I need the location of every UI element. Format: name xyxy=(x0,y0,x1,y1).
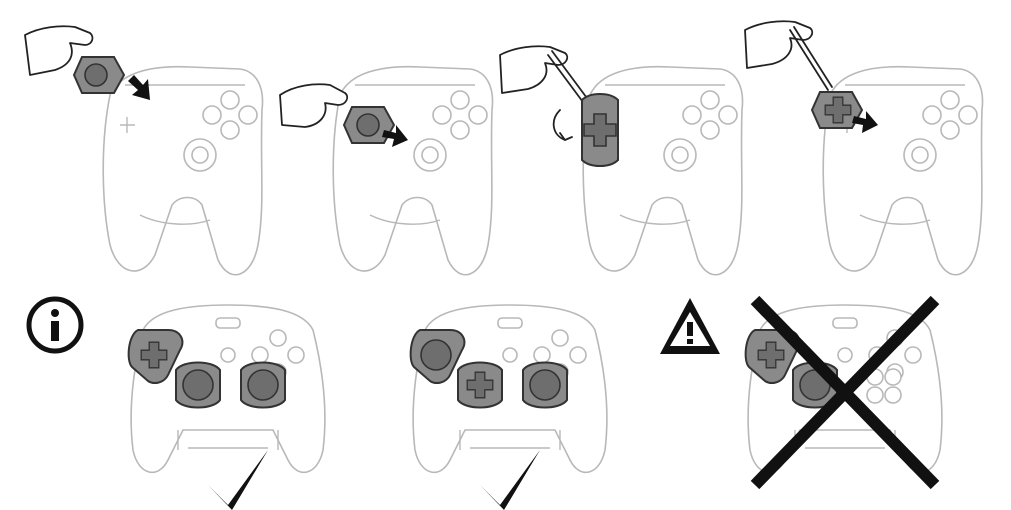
dpad-module-icon xyxy=(458,363,502,408)
stick-module-icon xyxy=(241,363,285,408)
step-1 xyxy=(25,26,263,274)
hand-icon xyxy=(500,46,567,93)
step-2 xyxy=(280,67,493,275)
layout-b xyxy=(411,305,607,510)
warning-icon xyxy=(660,298,720,354)
controller-outline xyxy=(103,67,262,275)
layout-a xyxy=(129,305,325,510)
dpad-module-icon xyxy=(582,94,618,166)
layout-c xyxy=(746,300,942,485)
info-icon xyxy=(29,299,81,351)
rotate-icon xyxy=(554,110,572,140)
stick-module-icon xyxy=(523,363,567,408)
hand-icon xyxy=(745,21,812,68)
step-3 xyxy=(500,46,743,274)
step-4 xyxy=(745,21,983,274)
stick-module-icon xyxy=(176,363,220,408)
stick-module-icon xyxy=(74,57,124,93)
check-icon xyxy=(480,450,540,510)
check-icon xyxy=(208,450,268,510)
controller-outline xyxy=(333,67,492,275)
